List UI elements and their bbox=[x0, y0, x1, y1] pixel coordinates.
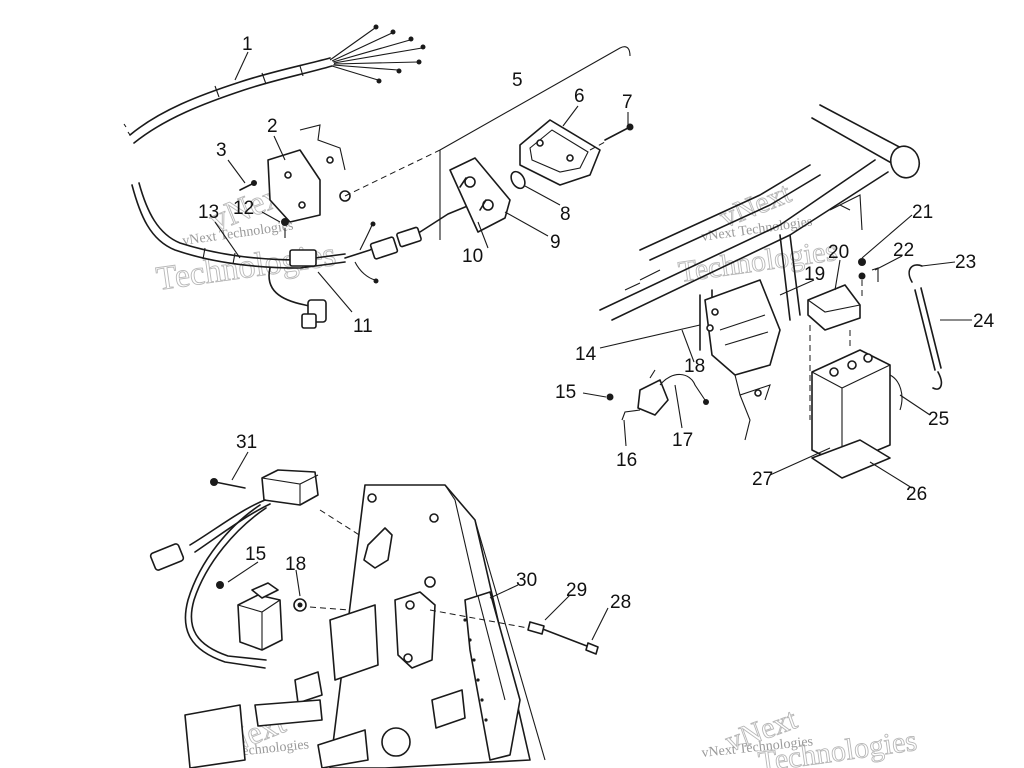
part-label-16: 16 bbox=[616, 450, 637, 471]
part-label-24: 24 bbox=[973, 311, 995, 332]
part-labels: 1 2 3 5 6 7 8 9 10 11 12 13 14 15 15 16 … bbox=[198, 34, 995, 613]
part-label-22: 22 bbox=[893, 240, 914, 261]
tail-light-assembly bbox=[439, 46, 634, 240]
part-label-9: 9 bbox=[550, 232, 561, 253]
part-label-11: 11 bbox=[353, 316, 373, 337]
part-label-18-left: 18 bbox=[285, 554, 306, 575]
part-label-29: 29 bbox=[566, 580, 587, 601]
part-label-8: 8 bbox=[560, 204, 571, 225]
part-label-28: 28 bbox=[610, 592, 631, 613]
part-label-23: 23 bbox=[955, 252, 976, 273]
part-label-13: 13 bbox=[198, 202, 219, 223]
part-label-3: 3 bbox=[216, 140, 227, 161]
part-label-12: 12 bbox=[233, 198, 254, 219]
part-label-18-right: 18 bbox=[684, 356, 705, 377]
part-label-25: 25 bbox=[928, 409, 949, 430]
part-label-6: 6 bbox=[574, 86, 585, 107]
part-label-5: 5 bbox=[512, 70, 523, 91]
part-label-31: 31 bbox=[236, 432, 257, 453]
part-label-27: 27 bbox=[752, 469, 773, 490]
part-label-17: 17 bbox=[672, 430, 693, 451]
part-label-2: 2 bbox=[267, 116, 278, 137]
ignition-assembly bbox=[149, 469, 431, 669]
coil-assembly-right bbox=[606, 369, 709, 421]
mounting-bracket bbox=[239, 124, 441, 238]
part-label-26: 26 bbox=[906, 484, 927, 505]
part-label-10: 10 bbox=[462, 246, 483, 267]
part-label-15-left: 15 bbox=[245, 544, 266, 565]
watermark-group: vNext Technologies vNext Technologies vN… bbox=[154, 173, 920, 768]
wire-harness-assembly bbox=[123, 24, 471, 329]
regulator-bracket bbox=[704, 279, 781, 441]
frame-rails bbox=[599, 104, 921, 351]
part-label-15-right: 15 bbox=[555, 382, 576, 403]
part-label-14: 14 bbox=[575, 344, 597, 365]
part-label-19: 19 bbox=[804, 264, 825, 285]
part-label-30: 30 bbox=[516, 570, 537, 591]
mounting-panel bbox=[184, 484, 599, 768]
part-label-1: 1 bbox=[242, 34, 253, 55]
part-label-21: 21 bbox=[912, 202, 933, 223]
leader-lines bbox=[214, 51, 972, 641]
battery-assembly bbox=[807, 258, 943, 479]
part-label-7: 7 bbox=[622, 92, 633, 113]
part-label-20: 20 bbox=[828, 242, 849, 263]
